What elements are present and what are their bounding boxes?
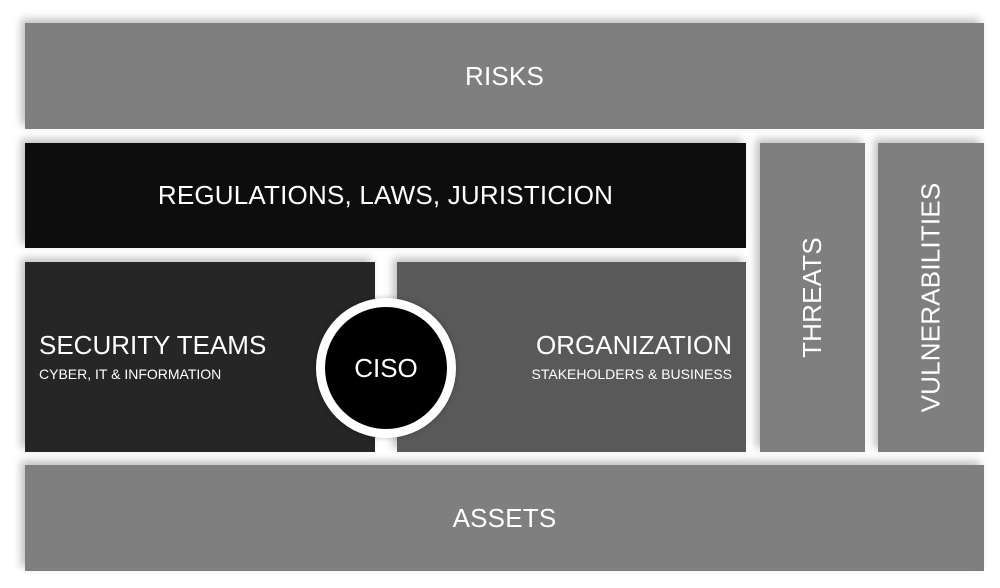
vulnerabilities-label: VULNERABILITIES: [915, 182, 946, 413]
regulations-label: REGULATIONS, LAWS, JURISTICION: [157, 180, 614, 210]
assets-label: ASSETS: [452, 502, 557, 533]
ciso-circle: CISO: [316, 298, 456, 438]
threats-block: THREATS: [760, 143, 865, 452]
security-teams-subtitle: CYBER, IT & INFORMATION: [39, 366, 222, 382]
security-teams-title: SECURITY TEAMS: [39, 330, 267, 360]
ciso-inner-circle: CISO: [325, 307, 447, 429]
regulations-block: REGULATIONS, LAWS, JURISTICION: [25, 143, 746, 248]
risks-label: RISKS: [464, 60, 545, 91]
threats-label: THREATS: [797, 237, 827, 358]
ciso-label: CISO: [354, 352, 418, 383]
vulnerabilities-block: VULNERABILITIES: [878, 143, 984, 452]
organization-subtitle: STAKEHOLDERS & BUSINESS: [531, 366, 732, 382]
assets-block: ASSETS: [25, 465, 984, 571]
organization-block: ORGANIZATION STAKEHOLDERS & BUSINESS: [397, 262, 746, 452]
risks-block: RISKS: [25, 23, 984, 129]
organization-title: ORGANIZATION: [536, 330, 732, 360]
